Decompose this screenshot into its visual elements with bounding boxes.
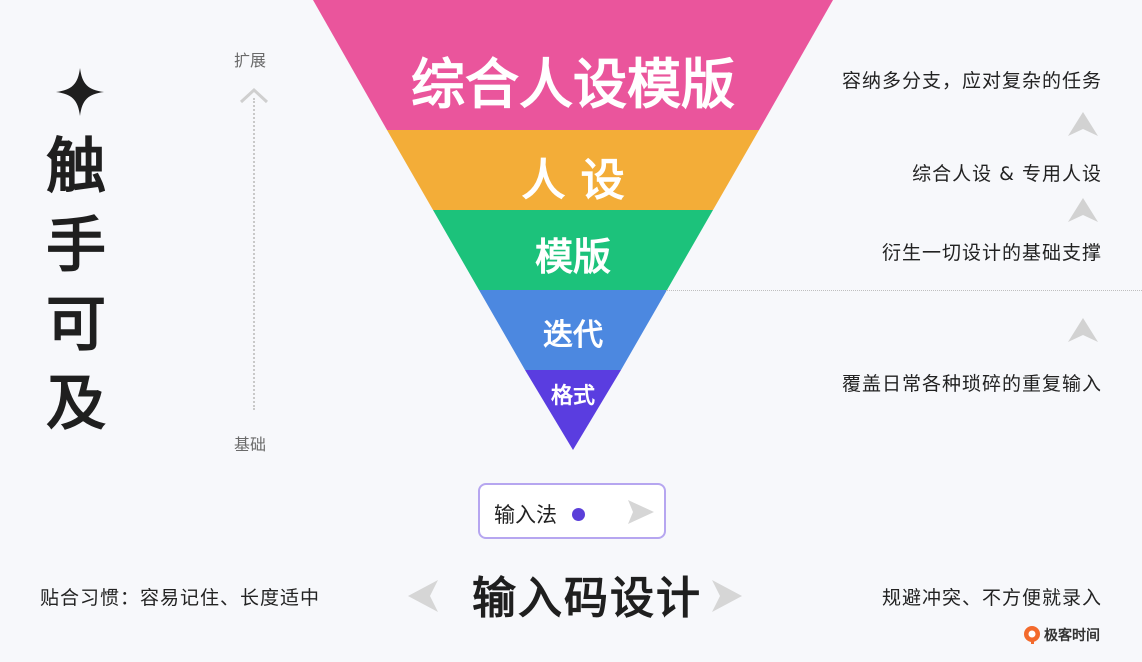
chevron-up-icon — [239, 87, 269, 104]
note-template: 衍生一切设计的基础支撑 — [881, 242, 1102, 264]
cursor-dot-icon — [572, 508, 585, 521]
funnel-layer-5 — [525, 370, 621, 450]
scale-line — [253, 98, 255, 410]
side-title-char: 手 — [46, 211, 106, 281]
arrow-right-icon — [712, 580, 742, 612]
side-title-char: 触 — [46, 132, 106, 202]
side-title-char: 可 — [46, 290, 106, 360]
funnel-layer-1 — [313, 0, 833, 130]
arrow-up-icon — [1068, 112, 1098, 136]
arrow-left-icon — [408, 580, 438, 612]
funnel-layer-2 — [387, 130, 759, 210]
scale-bottom-label: 基础 — [234, 435, 267, 454]
logo-icon — [1024, 626, 1040, 644]
arrow-up-icon — [1068, 318, 1098, 342]
bottom-left-text: 贴合习惯：容易记住、长度适中 — [40, 587, 321, 609]
logo-text: 极客时间 — [1044, 628, 1100, 644]
sparkle-icon — [56, 68, 104, 116]
arrow-up-icon — [1068, 198, 1098, 222]
bottom-right-text: 规避冲突、不方便就录入 — [881, 587, 1102, 609]
scale-top-label: 扩展 — [234, 51, 267, 70]
note-basic: 覆盖日常各种琐碎的重复输入 — [841, 373, 1102, 395]
side-title-char: 及 — [46, 369, 106, 439]
note-persona: 综合人设 & 专用人设 — [912, 163, 1102, 185]
ime-input-box[interactable]: 输入法 — [478, 483, 666, 539]
brand-logo: 极客时间 — [1023, 625, 1100, 645]
side-title: 触 手 可 及 — [44, 128, 108, 444]
bottom-title: 输入码设计 — [472, 573, 702, 624]
note-advanced: 容纳多分支，应对复杂的任务 — [841, 70, 1102, 92]
funnel-layer-1-label: 综合人设模版 — [411, 53, 735, 116]
funnel-layer-4-label: 迭代 — [543, 318, 603, 353]
funnel-layer-4 — [479, 290, 667, 370]
funnel-layer-2-label: 人 设 — [521, 155, 625, 206]
funnel-layer-5-label: 格式 — [550, 384, 596, 409]
send-icon[interactable] — [626, 497, 656, 527]
funnel-layer-3-label: 模版 — [534, 235, 612, 279]
divider-line — [666, 290, 1142, 291]
funnel-layer-3 — [433, 210, 713, 290]
ime-label: 输入法 — [494, 503, 557, 527]
